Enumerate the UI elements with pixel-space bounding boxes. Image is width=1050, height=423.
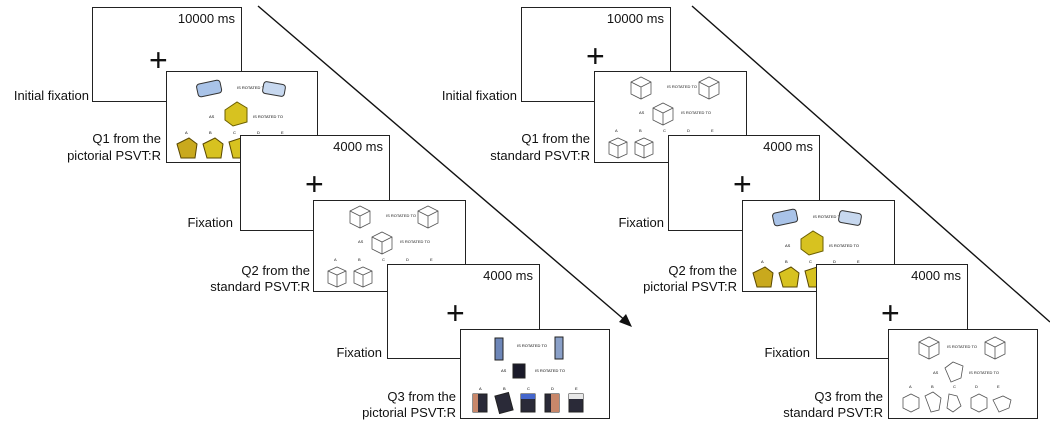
svg-text:IS ROTATED TO: IS ROTATED TO — [681, 110, 711, 115]
svg-text:A: A — [909, 384, 912, 389]
label-q2-line2: pictorial PSVT:R — [643, 279, 737, 294]
label-q1-line1: Q1 from the — [92, 131, 161, 146]
svg-text:B: B — [931, 384, 934, 389]
fixation-cross: + — [733, 166, 752, 202]
label-q1-line1: Q1 from the — [521, 131, 590, 146]
label-q3-line2: pictorial PSVT:R — [362, 405, 456, 420]
svg-text:AS: AS — [933, 370, 939, 375]
svg-text:IS ROTATED TO: IS ROTATED TO — [517, 343, 547, 348]
svg-text:D: D — [975, 384, 978, 389]
svg-text:B: B — [503, 386, 506, 391]
question-frame-q3: IS ROTATED TO AS IS ROTATED TO A B C D E — [888, 329, 1038, 419]
svg-text:E: E — [575, 386, 578, 391]
label-q2-line1: Q2 from the — [241, 263, 310, 278]
svg-text:AS: AS — [209, 114, 215, 119]
label-initial-fixation: Initial fixation — [13, 88, 89, 103]
standard-items-image: IS ROTATED TO AS IS ROTATED TO A B C D E — [608, 76, 720, 159]
svg-text:B: B — [785, 259, 788, 264]
svg-text:D: D — [257, 130, 260, 135]
standard-items-image: IS ROTATED TO AS IS ROTATED TO A B C D E — [327, 205, 439, 288]
svg-text:IS ROTATED TO: IS ROTATED TO — [829, 243, 859, 248]
fixation-cross: + — [305, 166, 324, 202]
duration-label: 10000 ms — [177, 11, 235, 26]
label-q2-line1: Q2 from the — [668, 263, 737, 278]
svg-text:B: B — [209, 130, 212, 135]
fixation-cross: + — [149, 42, 168, 78]
svg-text:IS ROTATED TO: IS ROTATED TO — [535, 368, 565, 373]
label-fixation-3: Fixation — [764, 345, 810, 360]
svg-text:E: E — [857, 259, 860, 264]
label-initial-fixation: Initial fixation — [441, 88, 517, 103]
svg-text:IS ROTATED TO: IS ROTATED TO — [947, 344, 977, 349]
svg-text:IS ROTATED TO: IS ROTATED TO — [237, 85, 267, 90]
svg-text:E: E — [430, 257, 433, 262]
svg-text:C: C — [382, 257, 385, 262]
svg-text:C: C — [809, 259, 812, 264]
svg-text:AS: AS — [785, 243, 791, 248]
svg-text:A: A — [479, 386, 482, 391]
svg-text:IS ROTATED TO: IS ROTATED TO — [667, 84, 697, 89]
svg-text:D: D — [687, 128, 690, 133]
label-q2-line2: standard PSVT:R — [210, 279, 310, 294]
svg-text:E: E — [711, 128, 714, 133]
svg-text:D: D — [551, 386, 554, 391]
svg-text:IS ROTATED TO: IS ROTATED TO — [400, 239, 430, 244]
question-frame-q3: IS ROTATED TO AS IS ROTATED TO A B C D E — [460, 329, 610, 419]
svg-text:IS ROTATED TO: IS ROTATED TO — [813, 214, 843, 219]
svg-text:AS: AS — [358, 239, 364, 244]
svg-text:IS ROTATED TO: IS ROTATED TO — [386, 213, 416, 218]
label-q3-line1: Q3 from the — [387, 389, 456, 404]
svg-text:E: E — [281, 130, 284, 135]
svg-text:D: D — [406, 257, 409, 262]
label-fixation-3: Fixation — [336, 345, 382, 360]
svg-text:C: C — [663, 128, 666, 133]
svg-text:A: A — [615, 128, 618, 133]
duration-label: 4000 ms — [911, 268, 961, 283]
pictorial-items-image: IS ROTATED TO AS IS ROTATED TO A B C D E — [752, 208, 862, 288]
svg-text:E: E — [997, 384, 1000, 389]
label-fixation-2: Fixation — [187, 215, 233, 230]
svg-text:B: B — [358, 257, 361, 262]
label-q1-line2: standard PSVT:R — [490, 148, 590, 163]
standard-items-image: IS ROTATED TO AS IS ROTATED TO A B C D E — [902, 336, 1012, 413]
duration-label: 4000 ms — [763, 139, 813, 154]
svg-text:A: A — [334, 257, 337, 262]
fixation-cross: + — [446, 295, 465, 331]
label-q1-line2: pictorial PSVT:R — [67, 148, 161, 163]
svg-text:A: A — [185, 130, 188, 135]
pictorial-blocks-image: IS ROTATED TO AS IS ROTATED TO A B C D E — [472, 336, 584, 415]
svg-text:AS: AS — [639, 110, 645, 115]
svg-text:C: C — [233, 130, 236, 135]
label-q3-line2: standard PSVT:R — [783, 405, 883, 420]
svg-text:IS ROTATED TO: IS ROTATED TO — [253, 114, 283, 119]
svg-text:A: A — [761, 259, 764, 264]
label-fixation-2: Fixation — [618, 215, 664, 230]
svg-text:AS: AS — [501, 368, 507, 373]
duration-label: 4000 ms — [333, 139, 383, 154]
svg-text:C: C — [953, 384, 956, 389]
svg-text:B: B — [639, 128, 642, 133]
fixation-cross: + — [586, 38, 605, 74]
duration-label: 10000 ms — [606, 11, 664, 26]
label-q3-line1: Q3 from the — [814, 389, 883, 404]
svg-text:D: D — [833, 259, 836, 264]
svg-text:IS ROTATED TO: IS ROTATED TO — [969, 370, 999, 375]
svg-text:C: C — [527, 386, 530, 391]
fixation-cross: + — [881, 295, 900, 331]
duration-label: 4000 ms — [483, 268, 533, 283]
